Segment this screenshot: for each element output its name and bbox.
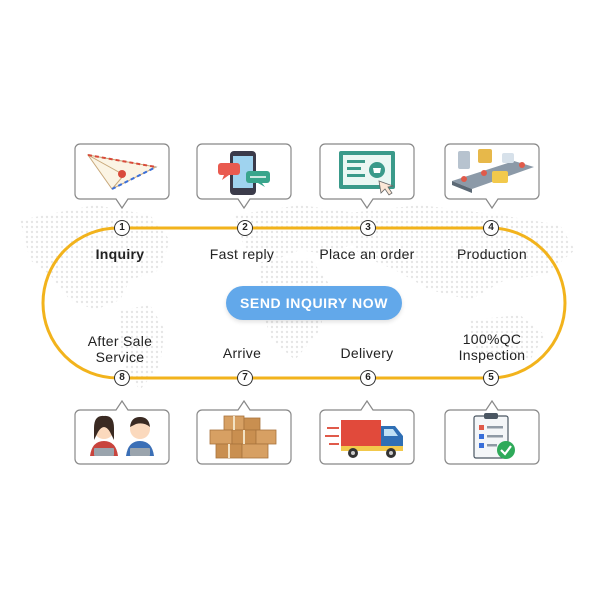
world-map-background	[20, 205, 575, 390]
step-2-number: 2	[237, 220, 253, 236]
cardboard-boxes-icon	[196, 399, 292, 465]
step-6-number: 6	[360, 370, 376, 386]
step-6-label: Delivery	[340, 345, 394, 361]
step-8-number: 8	[114, 370, 130, 386]
step-1-number: 1	[114, 220, 130, 236]
step-5-label-line-2: Inspection	[458, 347, 526, 363]
step-1-label: Inquiry	[95, 246, 145, 262]
step-5-number: 5	[483, 370, 499, 386]
send-inquiry-button[interactable]: SEND INQUIRY NOW	[226, 286, 402, 320]
step-5-label-line-1: 100%QC	[462, 331, 522, 347]
step-4-label: Production	[457, 246, 527, 262]
step-3-label: Place an order	[319, 246, 415, 262]
step-8-label: After Sale Service	[70, 333, 170, 365]
step-8-label-line-2: Service	[95, 349, 145, 365]
paper-plane-envelope-icon	[74, 143, 170, 210]
step-5-label: 100%QC Inspection	[440, 331, 544, 363]
online-order-screen-icon	[319, 143, 415, 210]
qc-checklist-clipboard-icon	[444, 399, 540, 465]
step-7-label: Arrive	[222, 345, 262, 361]
smartphone-chat-icon	[196, 143, 292, 210]
step-3-number: 3	[360, 220, 376, 236]
step-4-number: 4	[483, 220, 499, 236]
delivery-truck-icon	[319, 399, 415, 465]
step-7-number: 7	[237, 370, 253, 386]
customer-service-agents-icon	[74, 399, 170, 465]
step-8-label-line-1: After Sale	[87, 333, 153, 349]
step-2-label: Fast reply	[209, 246, 275, 262]
factory-production-line-icon	[444, 143, 540, 210]
